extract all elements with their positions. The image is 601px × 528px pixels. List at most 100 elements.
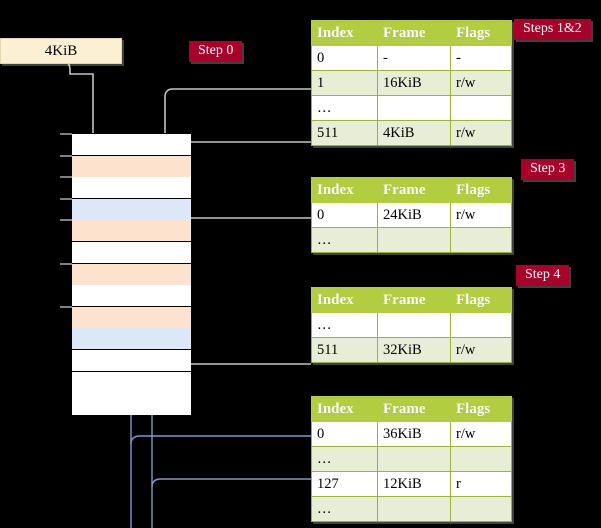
memory-cell-white xyxy=(72,134,191,156)
memory-cell-orange xyxy=(72,155,191,178)
cell-index: … xyxy=(311,446,378,472)
column-header-flags: Flags xyxy=(450,20,512,46)
badge-step-4: Step 4 xyxy=(516,265,570,286)
memory-tick-mark xyxy=(60,176,72,179)
cell-frame: 12KiB xyxy=(377,471,451,497)
wire-memory-to-table2 xyxy=(177,217,311,247)
source-size-label: 4KiB xyxy=(44,42,78,59)
memory-cell-white xyxy=(72,371,191,394)
table-row: … xyxy=(311,496,512,522)
cell-flags: r/w xyxy=(450,337,512,363)
badge-steps-1-2-label: Steps 1&2 xyxy=(523,21,582,36)
cell-index: 0 xyxy=(311,45,378,71)
column-header-index: Index xyxy=(311,396,378,422)
memory-tick-mark xyxy=(60,133,72,135)
badge-step-4-label: Step 4 xyxy=(525,267,561,282)
memory-tick-mark xyxy=(60,219,72,222)
table-row: … xyxy=(311,312,512,338)
column-header-flags: Flags xyxy=(450,287,512,313)
wire-table3-to-memory xyxy=(170,314,311,365)
badge-step-0: Step 0 xyxy=(189,41,243,62)
memory-tick-mark xyxy=(60,154,72,157)
memory-cell-white xyxy=(72,177,191,200)
column-header-frame: Frame xyxy=(377,287,451,313)
cell-frame xyxy=(377,312,451,338)
cell-flags xyxy=(450,95,512,121)
cell-index: … xyxy=(311,312,378,338)
cell-frame xyxy=(377,496,451,522)
cell-index: 127 xyxy=(311,471,378,497)
wire-table1-row511 xyxy=(177,141,311,153)
cell-index: … xyxy=(311,227,378,253)
column-header-frame: Frame xyxy=(377,20,451,46)
memory-cell-blue xyxy=(72,198,191,221)
cell-flags xyxy=(450,312,512,338)
cell-frame xyxy=(377,446,451,472)
column-header-index: Index xyxy=(311,177,378,203)
cell-frame: - xyxy=(377,45,451,71)
cell-flags xyxy=(450,227,512,253)
cell-flags: r/w xyxy=(450,202,512,228)
column-header-index: Index xyxy=(311,287,378,313)
cell-frame: 16KiB xyxy=(377,70,451,96)
memory-cell-white xyxy=(72,242,191,264)
source-size-box: 4KiB xyxy=(0,38,122,64)
cell-flags: r/w xyxy=(450,70,512,96)
cell-frame: 36KiB xyxy=(377,421,451,447)
cell-index: 511 xyxy=(311,337,378,363)
cell-index: 0 xyxy=(311,202,378,228)
table-row: … xyxy=(311,95,512,121)
cell-flags: - xyxy=(450,45,512,71)
badge-step-3: Step 3 xyxy=(521,159,575,180)
column-header-frame: Frame xyxy=(377,396,451,422)
memory-tick-mark xyxy=(60,262,72,265)
memory-cell-blue xyxy=(72,328,191,351)
cell-flags xyxy=(450,496,512,522)
cell-frame: 32KiB xyxy=(377,337,451,363)
memory-cell-orange xyxy=(72,220,191,243)
cell-frame xyxy=(377,227,451,253)
cell-flags: r xyxy=(450,471,512,497)
memory-cell-white xyxy=(72,393,191,416)
memory-tick-mark xyxy=(60,197,72,200)
cell-frame xyxy=(377,95,451,121)
memory-cell-white xyxy=(72,350,191,372)
memory-column xyxy=(71,133,191,416)
cell-frame: 24KiB xyxy=(377,202,451,228)
memory-cell-orange xyxy=(72,263,191,286)
cell-index: 1 xyxy=(311,70,378,96)
cell-index: … xyxy=(311,95,378,121)
cell-flags: r/w xyxy=(450,120,512,146)
badge-step-3-label: Step 3 xyxy=(530,161,566,176)
cell-index: … xyxy=(311,496,378,522)
memory-cell-white xyxy=(72,285,191,308)
column-header-flags: Flags xyxy=(450,177,512,203)
memory-tick-mark xyxy=(60,305,72,308)
cell-flags: r/w xyxy=(450,421,512,447)
badge-step-0-label: Step 0 xyxy=(198,43,234,58)
column-header-index: Index xyxy=(311,20,378,46)
memory-cell-orange xyxy=(72,306,191,329)
table-row: … xyxy=(311,446,512,472)
cell-flags xyxy=(450,446,512,472)
cell-index: 0 xyxy=(311,421,378,447)
badge-steps-1-2: Steps 1&2 xyxy=(514,19,591,40)
table-row: 0-- xyxy=(311,45,512,71)
cell-frame: 4KiB xyxy=(377,120,451,146)
table-row: … xyxy=(311,227,512,253)
